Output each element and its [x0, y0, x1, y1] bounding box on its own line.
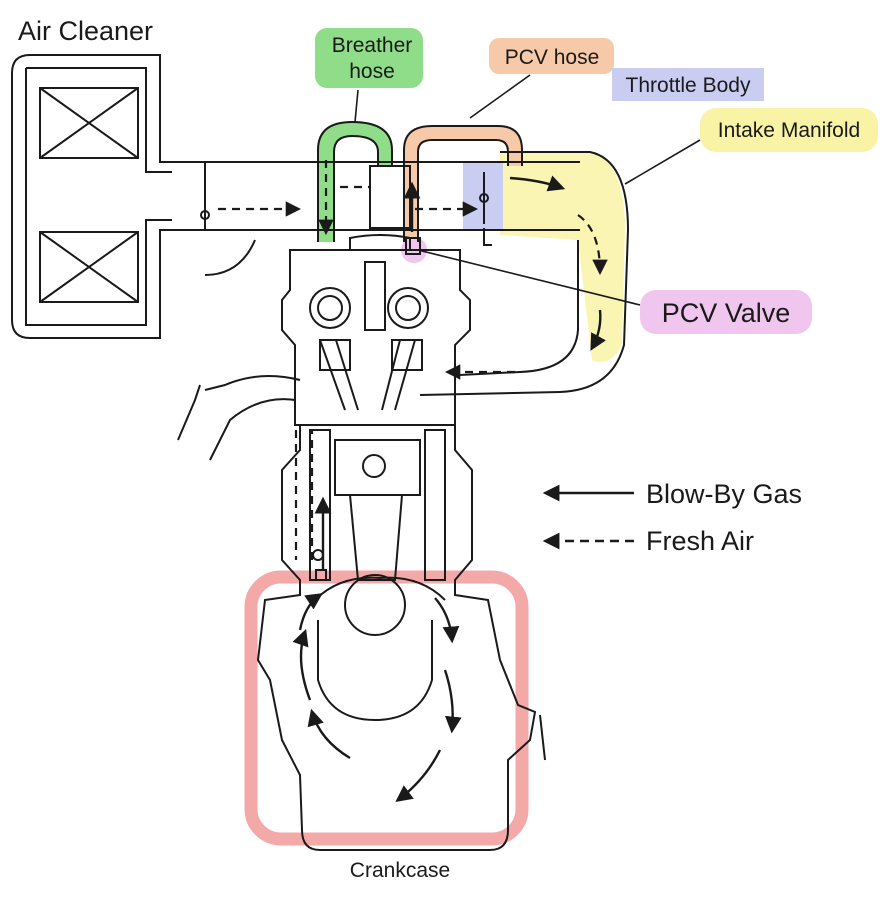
- breather-label-highlight: [315, 28, 423, 88]
- label-pcv-hose: PCV hose: [505, 46, 600, 69]
- pcv-hose-label-highlight: [489, 38, 614, 74]
- blow-by-gas-arrows: [292, 175, 606, 803]
- breather-hose-highlight: [318, 122, 392, 242]
- hoses-outline: [317, 120, 523, 255]
- label-air-cleaner: Air Cleaner: [18, 16, 153, 46]
- label-crankcase: Crankcase: [350, 859, 450, 882]
- label-breather-hose-line2: hose: [349, 60, 395, 83]
- legend-blow-by-label: Blow-By Gas: [646, 479, 802, 509]
- legend: Blow-By Gas Fresh Air: [542, 479, 802, 556]
- label-throttle-body: Throttle Body: [626, 74, 751, 97]
- label-breather-hose-line1: Breather: [332, 34, 413, 57]
- cylinder-head: [177, 234, 471, 461]
- label-pcv-valve: PCV Valve: [662, 298, 791, 328]
- crankcase-box: [244, 570, 529, 846]
- intake-manifold-highlight: [500, 152, 625, 363]
- pcv-valve-label-highlight: [640, 290, 812, 334]
- legend-fresh-air-label: Fresh Air: [646, 526, 754, 556]
- cylinder-block: [256, 424, 546, 851]
- fresh-air-arrows: [218, 160, 608, 560]
- air-cleaner: [11, 54, 256, 339]
- leader-lines: [354, 74, 701, 306]
- intake-manifold-label-highlight: [700, 108, 878, 152]
- label-intake-manifold: Intake Manifold: [718, 119, 860, 142]
- throttle-body-label-highlight: [612, 68, 764, 101]
